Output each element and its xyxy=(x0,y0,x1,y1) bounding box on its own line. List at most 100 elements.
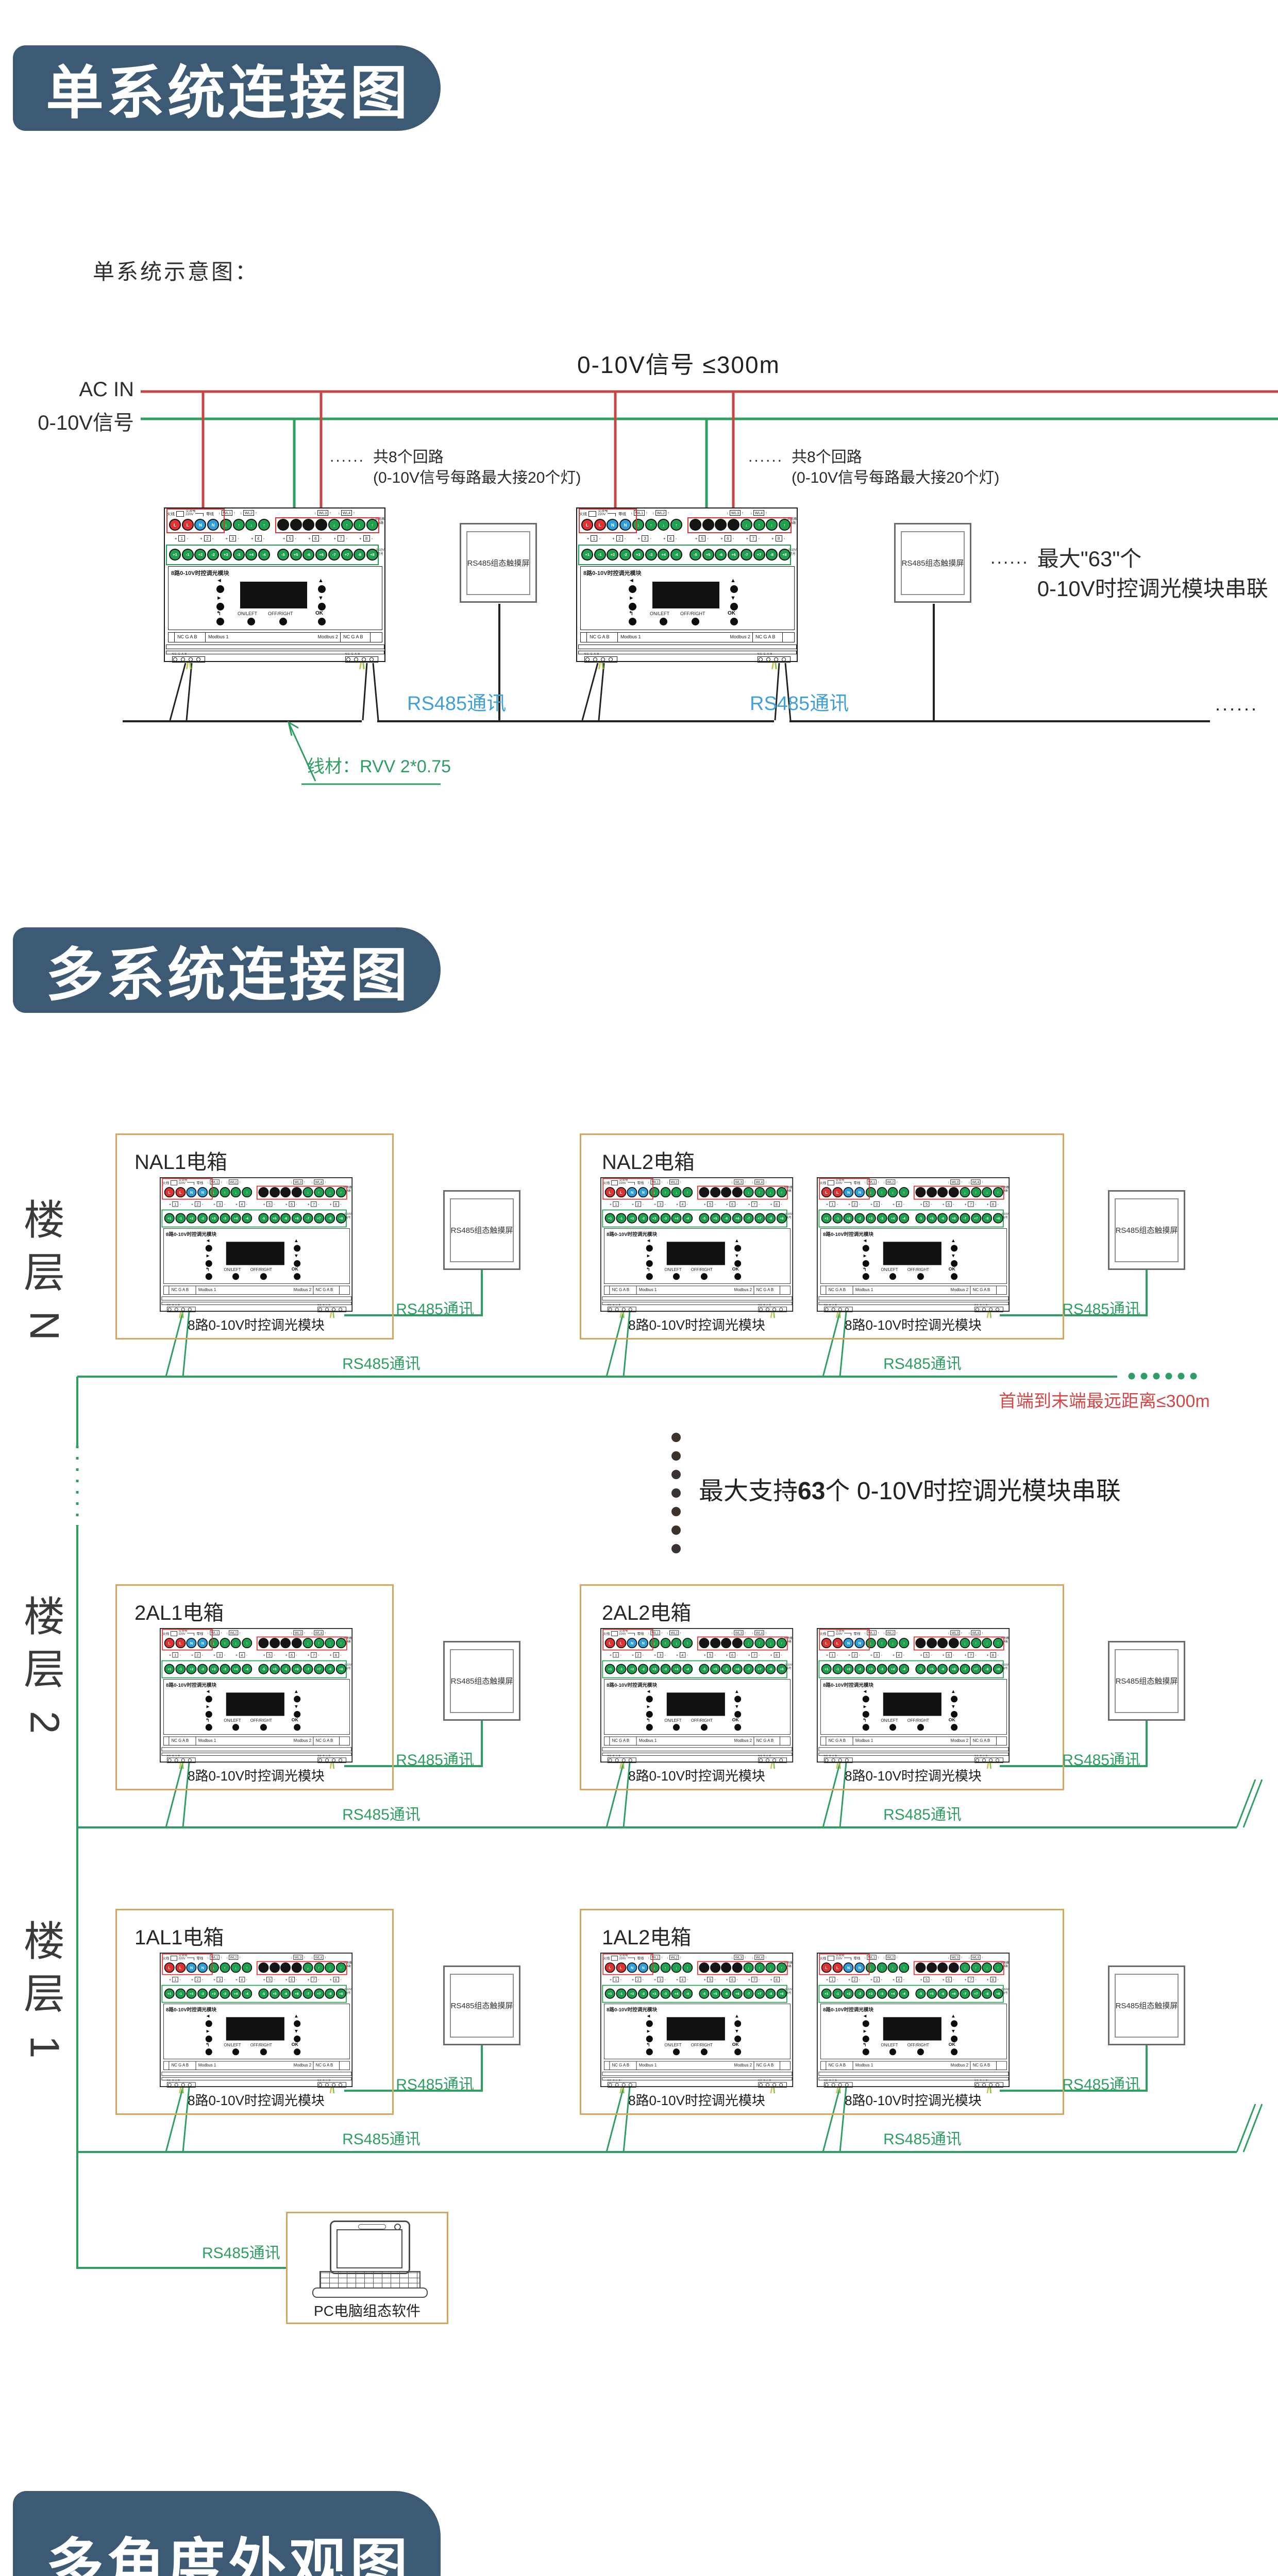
power-terminal-highlight xyxy=(602,1629,653,1651)
wire xyxy=(623,1311,631,1377)
button-dot xyxy=(889,1724,896,1731)
terminal-circle xyxy=(277,519,289,531)
signal-terminal-circle: +2 xyxy=(194,549,207,561)
max-support-note: 最大支持63个 0-10V时控调光模块串联 xyxy=(699,1470,1121,1506)
modbus1-label: Modbus 1 xyxy=(198,1287,216,1292)
divider xyxy=(313,1285,314,1295)
screw-terminal xyxy=(982,1308,986,1312)
screw-terminal xyxy=(181,1308,185,1312)
relay-range-label: 继电器 1-4路 xyxy=(1000,1186,1009,1193)
channel-number: +2- xyxy=(848,1976,860,1982)
ncgab-label: NC G A B xyxy=(177,634,197,639)
channel-number: +5- xyxy=(703,1976,716,1982)
channel-number: +7- xyxy=(746,535,760,541)
signal-terminal-circle: +8 xyxy=(776,1664,787,1674)
signal-terminal-circle: -7 xyxy=(302,1988,313,1999)
switch-icon xyxy=(628,1957,635,1960)
signal-terminal-circle: +3 xyxy=(208,1664,219,1674)
screw-terminal xyxy=(621,1308,626,1312)
relay-terminal-highlight xyxy=(256,1636,347,1651)
lcd-display xyxy=(666,2017,725,2041)
screw-terminal xyxy=(759,1308,763,1312)
section-header-single: 单系统连接图 xyxy=(13,45,441,131)
button-dot xyxy=(205,1710,212,1718)
screw-terminal xyxy=(609,657,613,662)
terminal-circle: ↑ xyxy=(335,1187,346,1198)
terminal-circle: L xyxy=(175,1187,186,1198)
terminal-circle xyxy=(948,1187,959,1198)
terminal-circle: N xyxy=(197,1962,208,1973)
channel-number: +1- xyxy=(169,1976,181,1982)
terminal-circle: ↑ xyxy=(366,519,378,531)
screw-terminal xyxy=(772,2083,777,2087)
screw-terminal xyxy=(772,1308,777,1312)
signal-terminal-circle: -3 xyxy=(660,1988,671,1999)
screw-terminal xyxy=(196,657,200,662)
wl-channel-label: ↓WL4↑ xyxy=(752,1179,767,1184)
ncgab-label: NC G A B xyxy=(756,1738,774,1743)
terminal-circle: ↑ xyxy=(313,1962,324,1973)
ncgab-label: NC G A B xyxy=(612,1287,630,1292)
screw-terminal xyxy=(628,1308,632,1312)
channel-number: +8- xyxy=(329,1976,342,1982)
signal-terminal-circle: +4 xyxy=(230,1213,241,1224)
relay-range-label: 继电器 1-4路 xyxy=(1000,1961,1009,1968)
signal-terminal-circle: -1 xyxy=(832,1988,843,1999)
divider xyxy=(752,632,753,642)
channel-number: +8- xyxy=(986,1652,999,1658)
power-terminal-highlight xyxy=(162,1178,213,1200)
terminal-circle xyxy=(258,1638,269,1649)
divider xyxy=(970,1736,971,1745)
neutral-wire-label: 零线 xyxy=(618,512,626,516)
lcd-display xyxy=(226,1692,284,1716)
button-dot xyxy=(279,618,287,625)
signal-terminal-circle: -5 xyxy=(699,1213,710,1224)
button-dot xyxy=(629,585,636,593)
screw-terminal xyxy=(167,1308,172,1312)
signal-terminal-circle: +1 xyxy=(164,1213,175,1224)
din-rail xyxy=(161,1747,352,1752)
wire xyxy=(1236,2104,1256,2153)
terminal-circle: ↑ xyxy=(776,1638,787,1649)
signal-terminal-circle: -7 xyxy=(328,549,340,561)
bottom-ncgab-label: NC G A B xyxy=(345,653,361,656)
cabinet: 1AL1电箱 xyxy=(115,1909,394,2115)
back-arrow-icon: ↰ xyxy=(646,1267,650,1273)
signal-terminal-circle: +7 xyxy=(341,549,353,561)
loop-note-1: ...... 共8个回路 (0-10V信号每路最大接20个灯) xyxy=(330,447,581,488)
signal-terminal-circle: -3 xyxy=(220,1213,230,1224)
ncgab-label: NC G A B xyxy=(972,1738,990,1743)
signal-terminal-circle: -3 xyxy=(660,1213,671,1224)
screw-terminal xyxy=(766,2083,769,2087)
signal-terminal-circle: -6 xyxy=(937,1664,948,1674)
bottom-terminal-block xyxy=(607,1757,636,1763)
terminal-circle xyxy=(280,1187,291,1198)
module-caption: 8路0-10V时控调光模块 xyxy=(628,2093,765,2108)
wl-channel-label: ↓WL1↑ xyxy=(648,1955,663,1960)
module-title: 8路0-10V时控调光模块 xyxy=(823,1683,874,1688)
signal-terminal-circle: -1 xyxy=(175,1988,186,1999)
module-caption: 8路0-10V时控调光模块 xyxy=(845,2093,982,2108)
single-diagram-subtitle: 单系统示意图： xyxy=(93,260,259,284)
back-arrow-icon: ↰ xyxy=(862,1267,867,1273)
signal-terminal-circle: -6 xyxy=(280,1213,291,1224)
signal-terminal-circle: -2 xyxy=(207,549,220,561)
signal-terminal-circle: +1 xyxy=(581,549,593,561)
terminal-circle: N xyxy=(627,1638,637,1649)
bottom-ncgab-label: NC G A B xyxy=(823,1754,837,1757)
arrow-icon: ▼ xyxy=(294,2028,299,2035)
signal-terminal-circle: -1 xyxy=(616,1664,627,1674)
rs485-label: RS485通讯 xyxy=(1062,1301,1140,1318)
terminal-circle: ↓ xyxy=(887,1187,898,1198)
power-terminal-highlight xyxy=(162,1953,213,1975)
signal-terminal-circle: -2 xyxy=(638,1664,649,1674)
ok-button-label: OK xyxy=(948,2042,955,2047)
channel-number: +7- xyxy=(964,1652,977,1658)
signal-terminal-circle: -7 xyxy=(743,1664,754,1674)
signal-terminal-circle: +7 xyxy=(970,1213,981,1224)
max-support-bold: 63 xyxy=(798,1478,826,1505)
modbus-strip xyxy=(163,2061,350,2070)
screw-terminal xyxy=(173,657,177,662)
channel-number: +6- xyxy=(285,1976,297,1982)
